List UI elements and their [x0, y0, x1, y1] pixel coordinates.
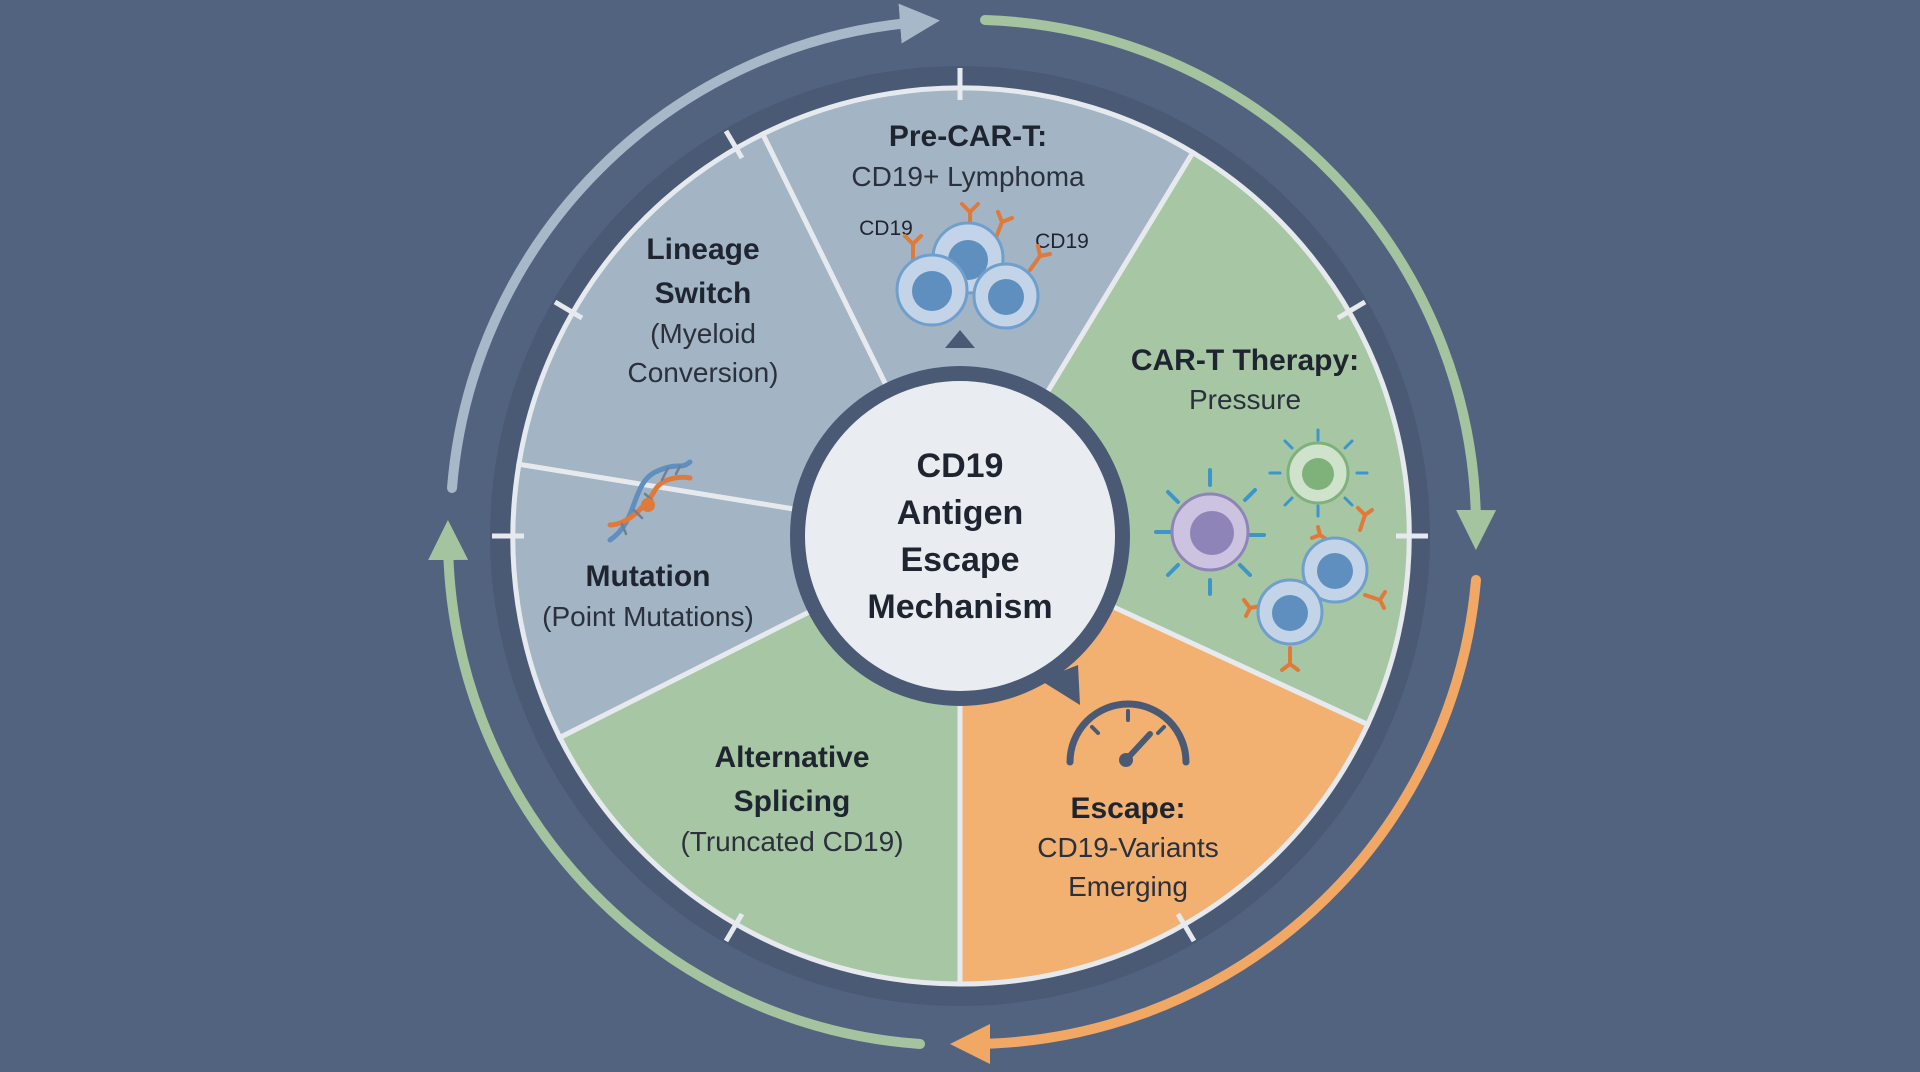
lineage-switch-title-line-1: Lineage — [646, 233, 759, 266]
pre-cart-cd19-label-right: CD19 — [1035, 230, 1089, 253]
pre-cart-title: Pre-CAR-T: — [889, 120, 1047, 153]
center-title-line-3: Escape — [900, 541, 1019, 579]
arrow-green-top-right — [980, 15, 1497, 550]
escape-content: Escape: CD19-Variants Emerging — [1037, 700, 1219, 902]
mutation-subtitle: (Point Mutations) — [542, 601, 754, 632]
hub-pointer-bottom-right — [1040, 665, 1080, 705]
pre-cart-cd19-label-left: CD19 — [859, 217, 913, 240]
escape-subtitle-line-1: CD19-Variants — [1037, 832, 1219, 863]
center-hub: CD19 Antigen Escape Mechanism — [790, 330, 1130, 706]
escape-subtitle-line-2: Emerging — [1068, 871, 1188, 902]
lineage-switch-subtitle-line-2: Conversion) — [628, 357, 779, 388]
cart-therapy-title: CAR-T Therapy: — [1131, 344, 1359, 377]
rim-ticks — [492, 68, 1428, 943]
center-title-line-2: Antigen — [897, 494, 1024, 532]
hub-pointer-top — [945, 330, 975, 348]
center-title-line-4: Mechanism — [867, 588, 1052, 626]
dna-helix-icon — [607, 459, 693, 543]
arrow-green-bottom-left — [428, 520, 925, 1049]
lineage-switch-subtitle-line-1: (Myeloid — [650, 318, 756, 349]
cart-therapy-subtitle: Pressure — [1189, 384, 1301, 415]
arrow-grey-top-left — [447, 3, 940, 493]
gauge-icon — [1066, 700, 1190, 767]
alt-splicing-title-line-1: Alternative — [714, 741, 869, 774]
pre-cart-content: Pre-CAR-T: CD19+ Lymphoma CD19 CD19 — [851, 120, 1089, 330]
alt-splicing-content: Alternative Splicing (Truncated CD19) — [680, 741, 903, 857]
mutation-title: Mutation — [586, 560, 711, 593]
lineage-switch-content: Lineage Switch (Myeloid Conversion) — [628, 233, 779, 388]
cycle-arrows — [428, 3, 1497, 1064]
alt-splicing-title-line-2: Splicing — [734, 785, 851, 818]
cart-therapy-content: CAR-T Therapy: Pressure — [1131, 344, 1387, 672]
arrow-orange-bottom-right — [950, 575, 1481, 1064]
car-t-immune-cells-icon — [1154, 428, 1387, 672]
center-title-line-1: CD19 — [917, 447, 1004, 485]
pre-cart-subtitle: CD19+ Lymphoma — [851, 161, 1085, 192]
lineage-switch-title-line-2: Switch — [655, 277, 752, 310]
alt-splicing-subtitle: (Truncated CD19) — [680, 826, 903, 857]
mutation-content: Mutation (Point Mutations) — [542, 459, 754, 632]
escape-title: Escape: — [1070, 792, 1185, 825]
lymphoma-cell-cluster-icon — [895, 202, 1052, 330]
